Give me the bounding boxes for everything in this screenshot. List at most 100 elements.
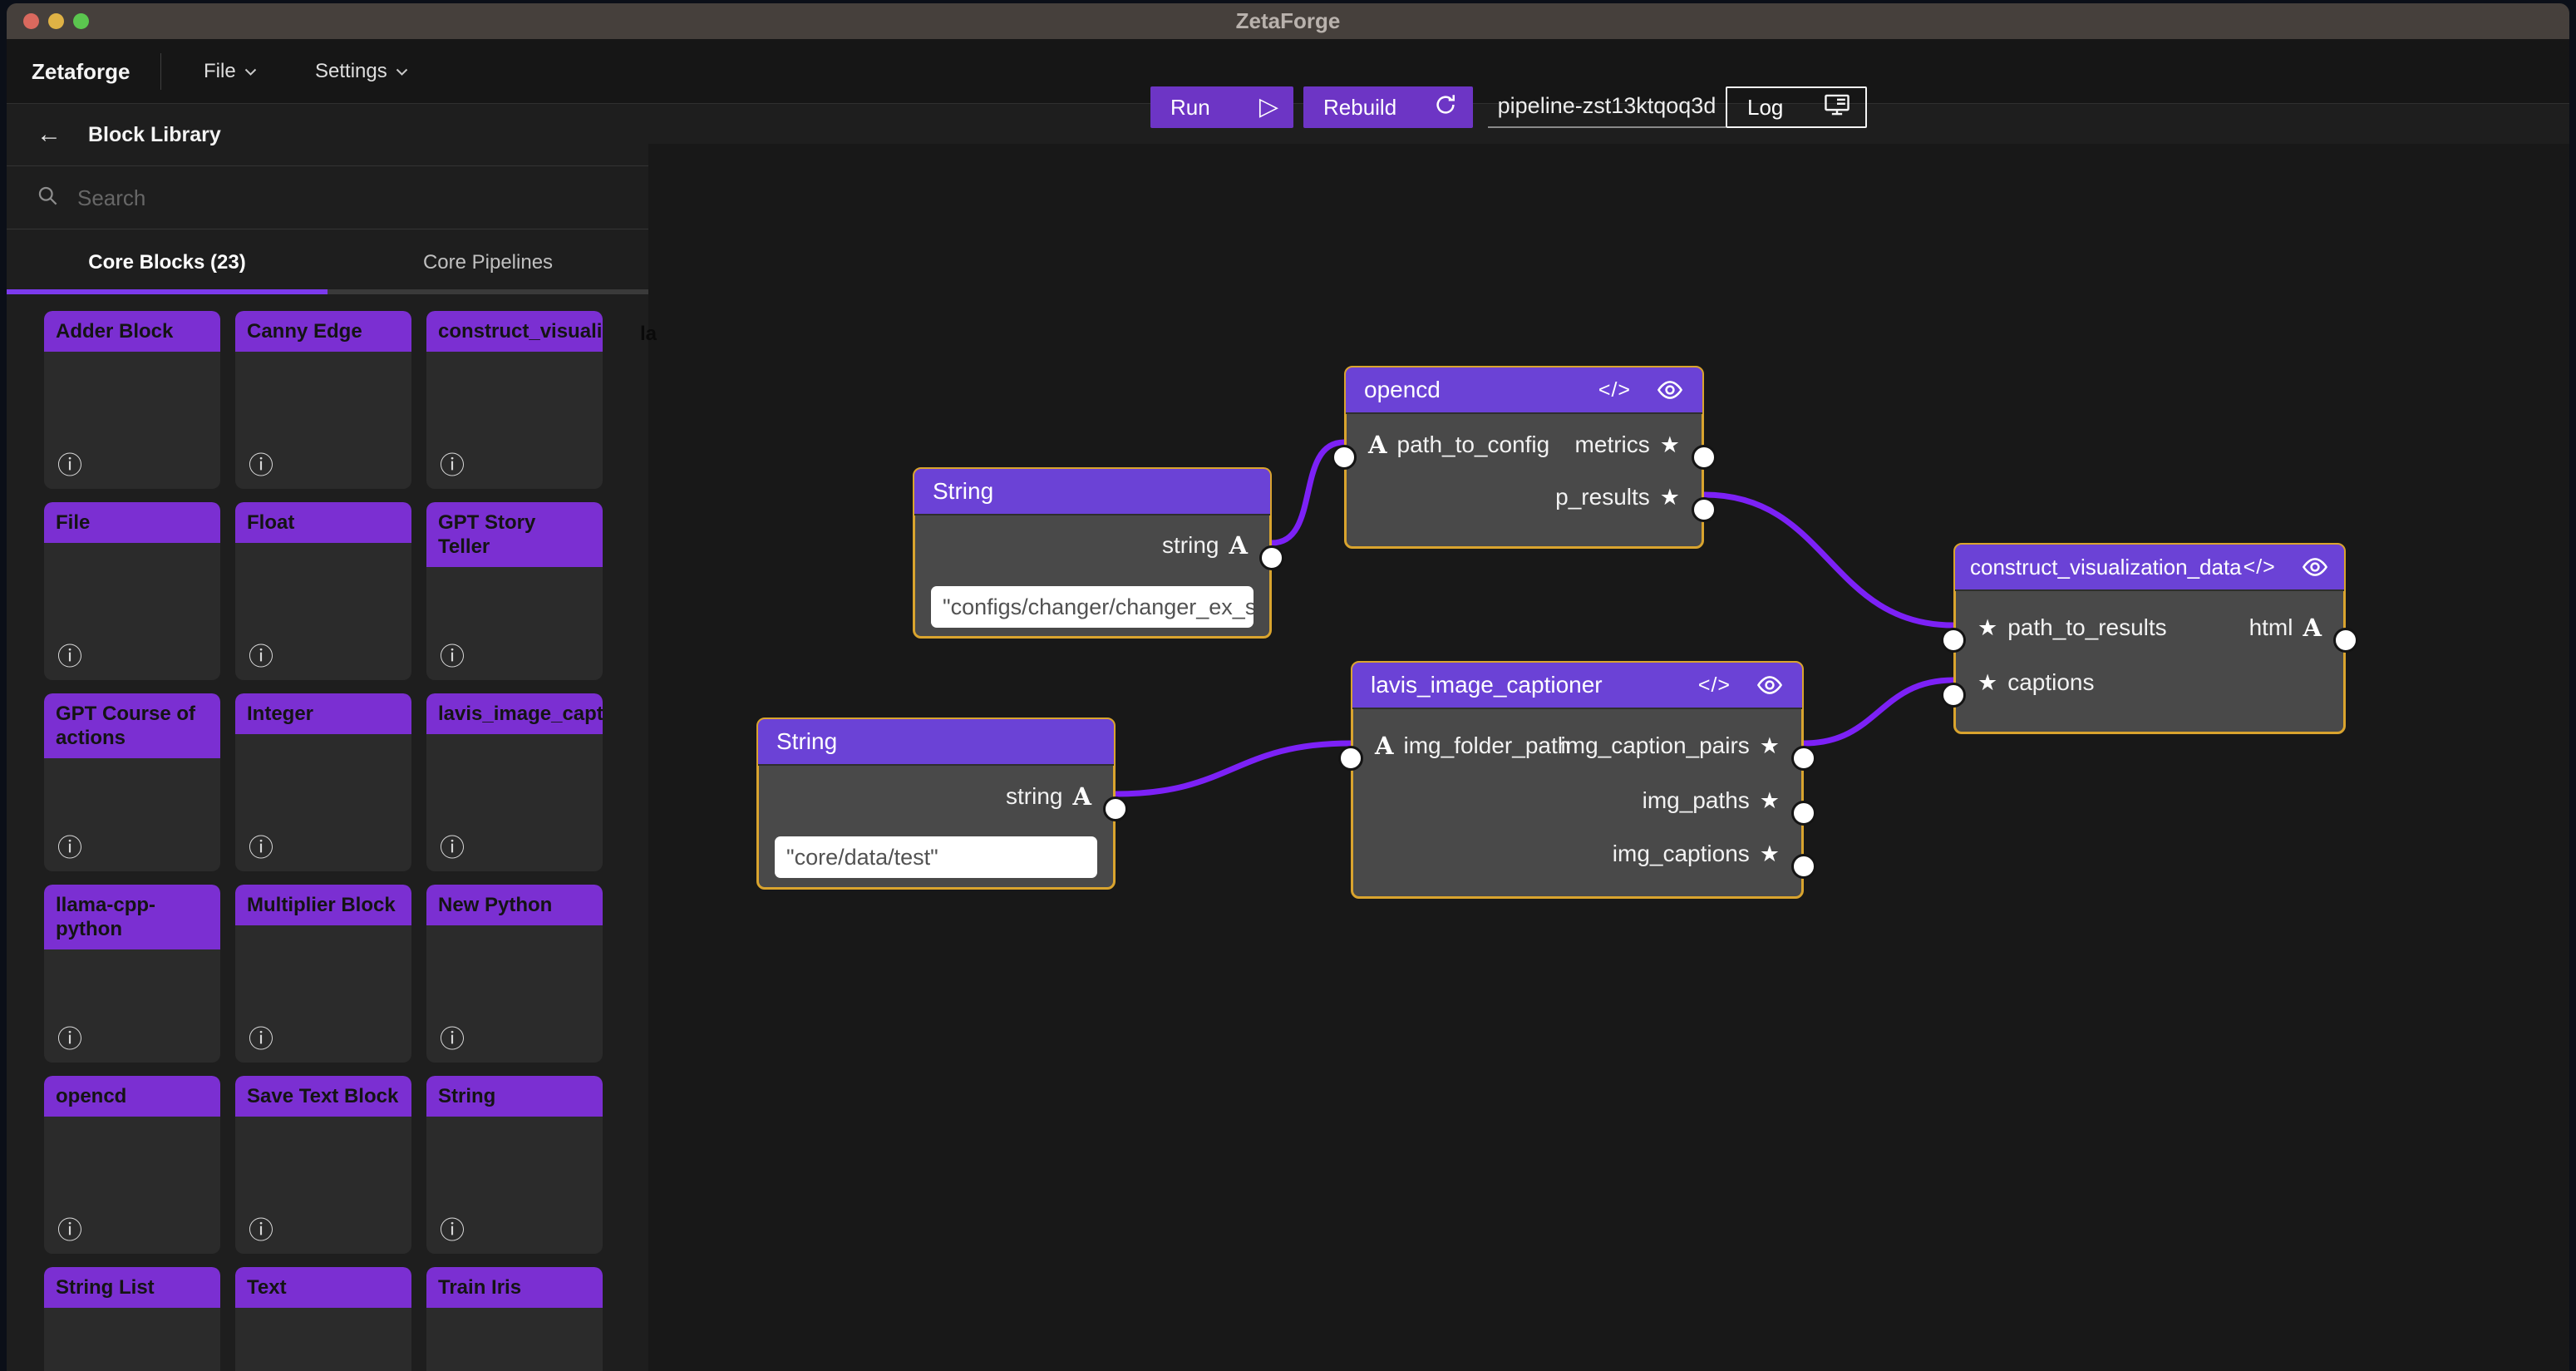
block-card-title: Multiplier Block [235,885,411,925]
node-header[interactable]: opencd </> [1346,367,1702,414]
code-icon[interactable]: </> [1697,673,1731,697]
info-icon[interactable]: ⓘ [440,835,465,862]
tab-core-blocks[interactable]: Core Blocks (23) [7,230,328,294]
info-icon[interactable]: ⓘ [57,1026,82,1053]
block-card[interactable]: construct_visualization_dataⓘ [426,311,603,489]
node-string-1[interactable]: String string A "configs/changer/changer… [913,467,1284,639]
output-port-img-caption-pairs[interactable] [1791,746,1816,771]
block-card-title: opencd [44,1076,220,1117]
rebuild-button[interactable]: Rebuild [1303,86,1473,128]
port-label: string [1006,783,1063,809]
input-port-captions[interactable] [1941,683,1966,708]
block-card[interactable]: String Listⓘ [44,1267,220,1371]
output-port-p-results[interactable] [1692,497,1717,522]
block-card[interactable]: lavis_image_captionerⓘ [426,693,603,871]
eye-icon[interactable] [2301,557,2329,577]
info-icon[interactable]: ⓘ [440,452,465,480]
output-port-string[interactable] [1103,796,1128,821]
node-opencd[interactable]: opencd </> A path_to_config metrics ★ p_… [1332,366,1717,549]
minimize-button[interactable] [48,13,64,29]
node-construct-visualization-data[interactable]: construct_visualization_data </> ★ path_… [1941,543,2358,734]
info-icon[interactable]: ⓘ [57,644,82,671]
output-port-html[interactable] [2333,628,2358,653]
log-button[interactable]: Log [1726,86,1867,128]
traffic-lights [23,13,89,29]
info-icon[interactable]: ⓘ [440,1217,465,1245]
info-icon[interactable]: ⓘ [249,644,273,671]
eye-icon[interactable] [1656,380,1684,400]
block-card[interactable]: New Python ⓘ [426,885,603,1063]
zoom-button[interactable] [73,13,89,29]
block-card[interactable]: opencd ⓘ [44,1076,220,1254]
block-card[interactable]: Adder Block ⓘ [44,311,220,489]
block-card-title: Adder Block [44,311,220,352]
output-port-string[interactable] [1259,545,1284,570]
port-label: p_results [1555,484,1650,510]
port-row-input: ★ captions [1956,665,2095,700]
back-arrow-icon[interactable]: ← [37,121,62,148]
node-header[interactable]: construct_visualization_data </> [1955,545,2344,591]
refresh-icon [1433,92,1458,123]
block-card[interactable]: Train Irisⓘ [426,1267,603,1371]
node-lavis-image-captioner[interactable]: lavis_image_captioner </> A img_folder_p… [1338,661,1816,899]
menubar: Zetaforge File Settings Run ▷ Rebuild pi… [7,39,2569,128]
output-port-metrics[interactable] [1692,445,1717,470]
info-icon[interactable]: ⓘ [440,644,465,671]
block-card-title: New Python [426,885,603,925]
run-button[interactable]: Run ▷ [1150,86,1293,128]
info-icon[interactable]: ⓘ [57,1217,82,1245]
port-row-output: html A [2249,610,2343,645]
info-icon[interactable]: ⓘ [249,835,273,862]
input-port-img-folder-path[interactable] [1338,746,1363,771]
node-header[interactable]: String [914,469,1270,515]
search-input[interactable] [77,185,576,211]
sidebar-header: ← Block Library [7,104,648,166]
code-icon[interactable]: </> [1598,377,1631,402]
block-card[interactable]: Textⓘ [235,1267,411,1371]
file-type-icon: ★ [1978,614,1998,640]
port-label: html [2248,614,2293,640]
node-header[interactable]: lavis_image_captioner </> [1352,663,1802,709]
string-value-field[interactable]: "configs/changer/changer_ex_s5 [931,586,1254,628]
tab-core-pipelines[interactable]: Core Pipelines [328,230,648,294]
info-icon[interactable]: ⓘ [249,1217,273,1245]
node-header[interactable]: String [758,719,1114,766]
info-icon[interactable]: ⓘ [249,452,273,480]
info-icon[interactable]: ⓘ [57,452,82,480]
output-port-img-paths[interactable] [1791,801,1816,826]
menu-label: File [204,60,236,82]
port-label: path_to_results [2007,614,2167,640]
info-icon[interactable]: ⓘ [57,835,82,862]
port-row-output: img_captions ★ [1613,836,1801,871]
menu-settings[interactable]: Settings [315,39,408,104]
search-bar[interactable] [7,167,648,229]
eye-icon[interactable] [1756,675,1784,695]
file-type-icon: ★ [1659,484,1680,510]
block-card[interactable]: Multiplier Block ⓘ [235,885,411,1063]
string-value-field[interactable]: "core/data/test" [775,836,1097,878]
info-icon[interactable]: ⓘ [440,1026,465,1053]
block-card-title: Train Iris [426,1267,603,1308]
pipeline-name-field[interactable]: pipeline-zst13ktqoq3d [1488,86,1726,128]
output-port-img-captions[interactable] [1791,854,1816,879]
node-string-2[interactable]: String string A "core/data/test" [756,718,1128,890]
port-row-output: metrics ★ [1575,427,1702,462]
menu-file[interactable]: File [204,39,257,104]
close-button[interactable] [23,13,39,29]
input-port-path-to-results[interactable] [1941,628,1966,653]
menu-label: Settings [315,60,387,82]
info-icon[interactable]: ⓘ [249,1026,273,1053]
code-icon[interactable]: </> [2243,555,2276,579]
port-row-output: img_caption_pairs ★ [1561,728,1801,763]
input-port-path-to-config[interactable] [1332,445,1357,470]
